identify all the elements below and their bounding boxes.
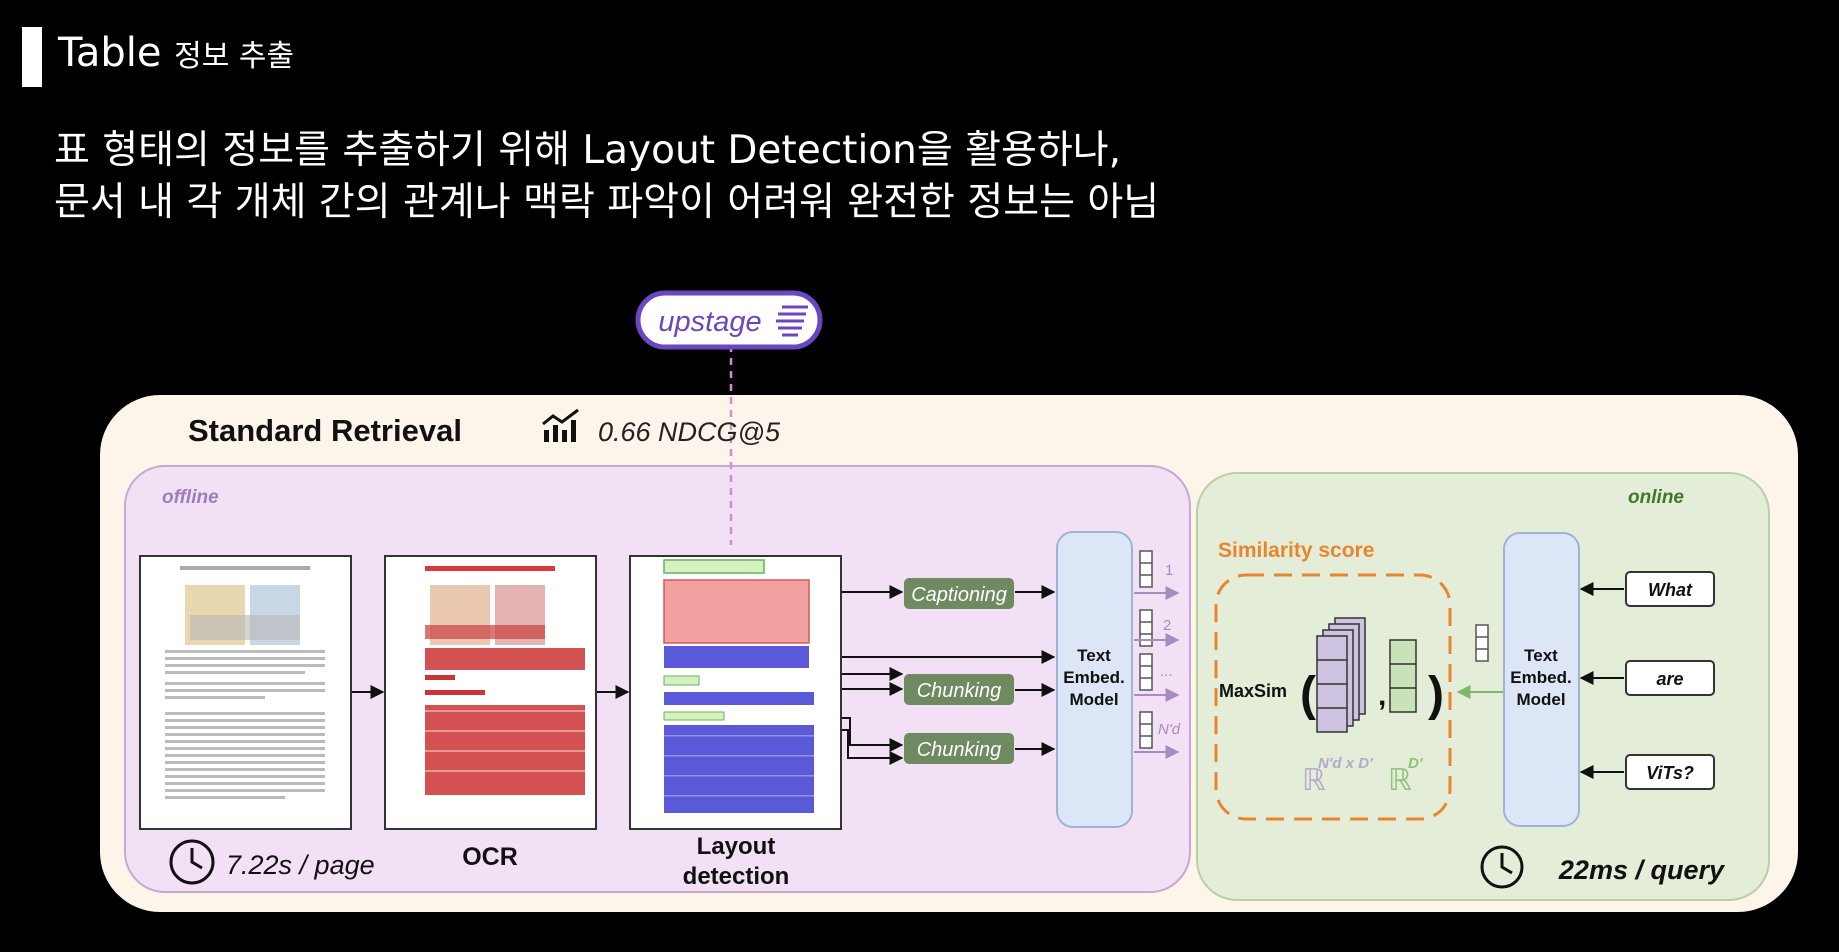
vector-label-3: ...	[1160, 663, 1173, 680]
diagram-title: Standard Retrieval	[188, 413, 462, 448]
step-label-ocr: OCR	[462, 843, 518, 871]
doc-matrix-stack	[1317, 618, 1365, 732]
chunking-box-1: Chunking	[904, 674, 1014, 705]
metric-label: 0.66 NDCG@5	[598, 417, 781, 447]
document-page-layout	[630, 556, 841, 829]
captioning-label: Captioning	[911, 584, 1007, 606]
document-page-ocr	[385, 556, 596, 829]
similarity-label: Similarity score	[1218, 539, 1374, 562]
maxsim-label: MaxSim	[1219, 681, 1287, 701]
online-label: online	[1628, 487, 1684, 508]
document-page-original	[140, 556, 351, 829]
query-token-vits: ViTs?	[1626, 755, 1714, 789]
offline-embed-line2: Embed.	[1063, 668, 1124, 687]
online-time: 22ms / query	[1558, 855, 1726, 885]
step-label-detection: detection	[683, 863, 790, 890]
captioning-box: Captioning	[904, 578, 1014, 609]
space-query-sup: D'	[1408, 755, 1423, 772]
offline-time: 7.22s / page	[226, 850, 375, 880]
close-paren: )	[1428, 668, 1444, 721]
comma: ,	[1378, 679, 1386, 712]
query-token-are: are	[1626, 661, 1714, 695]
online-embed-line3: Model	[1516, 690, 1565, 709]
chunking-label-2: Chunking	[917, 739, 1002, 761]
chunking-label-1: Chunking	[917, 680, 1002, 702]
vector-label-2: 2	[1163, 617, 1171, 634]
offline-embed-line1: Text	[1077, 646, 1111, 665]
space-doc-sup: N'd x D'	[1318, 755, 1373, 772]
query-token-label-2: are	[1656, 669, 1683, 689]
offline-embed-line3: Model	[1069, 690, 1118, 709]
step-label-layout: Layout	[697, 833, 776, 860]
open-paren: (	[1300, 668, 1316, 721]
online-embed-line1: Text	[1524, 646, 1558, 665]
vector-label-1: 1	[1165, 562, 1173, 579]
chunking-box-2: Chunking	[904, 733, 1014, 764]
query-token-what: What	[1626, 572, 1714, 606]
query-vector	[1390, 640, 1416, 712]
logo-text: upstage	[658, 306, 761, 338]
query-token-label-1: What	[1648, 580, 1693, 600]
online-embed-line2: Embed.	[1510, 668, 1571, 687]
query-embedding-vector	[1476, 625, 1488, 661]
vector-label-4: N'd	[1158, 721, 1181, 738]
offline-label: offline	[162, 487, 219, 508]
query-token-label-3: ViTs?	[1646, 763, 1694, 783]
